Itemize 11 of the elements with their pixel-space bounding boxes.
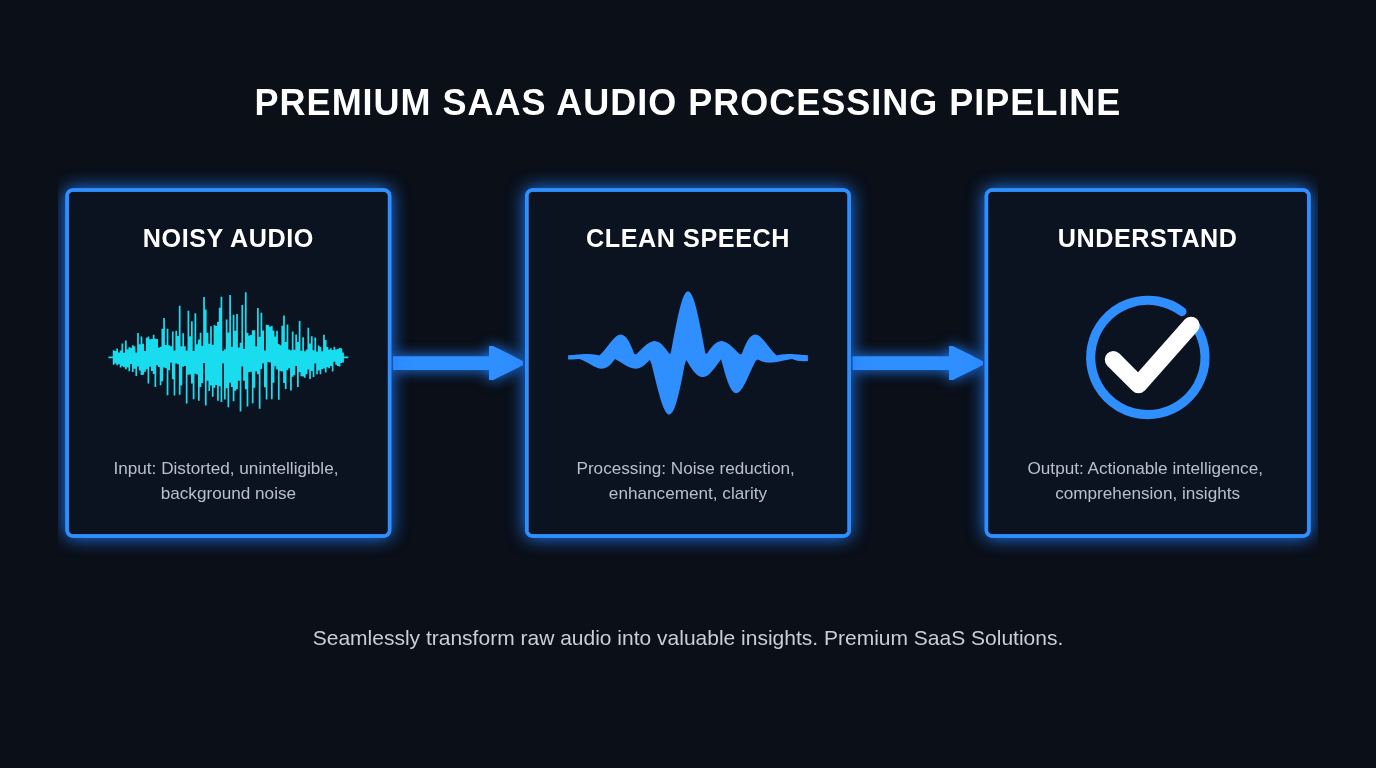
stage-description: Processing: Noise reduction, enhancement, clarity bbox=[576, 457, 796, 503]
stage-heading: CLEAN SPEECH bbox=[585, 223, 791, 255]
stage-card bbox=[525, 188, 851, 538]
caption-text: Seamlessly transform raw audio into valuable insights. Premium SaaS Solutions. bbox=[312, 626, 1064, 650]
stage-description: Input: Distorted, unintelligible, background noise bbox=[113, 457, 340, 503]
stage-heading: UNDERSTAND bbox=[1056, 223, 1239, 255]
arrow bbox=[393, 344, 526, 382]
stage-heading: NOISY AUDIO bbox=[141, 223, 315, 255]
arrow bbox=[852, 344, 985, 382]
diagram-title: PREMIUM SAAS AUDIO PROCESSING PIPELINE bbox=[254, 82, 1122, 124]
stage-description: Output: Actionable intelligence, comprehension, insights bbox=[1027, 457, 1264, 503]
